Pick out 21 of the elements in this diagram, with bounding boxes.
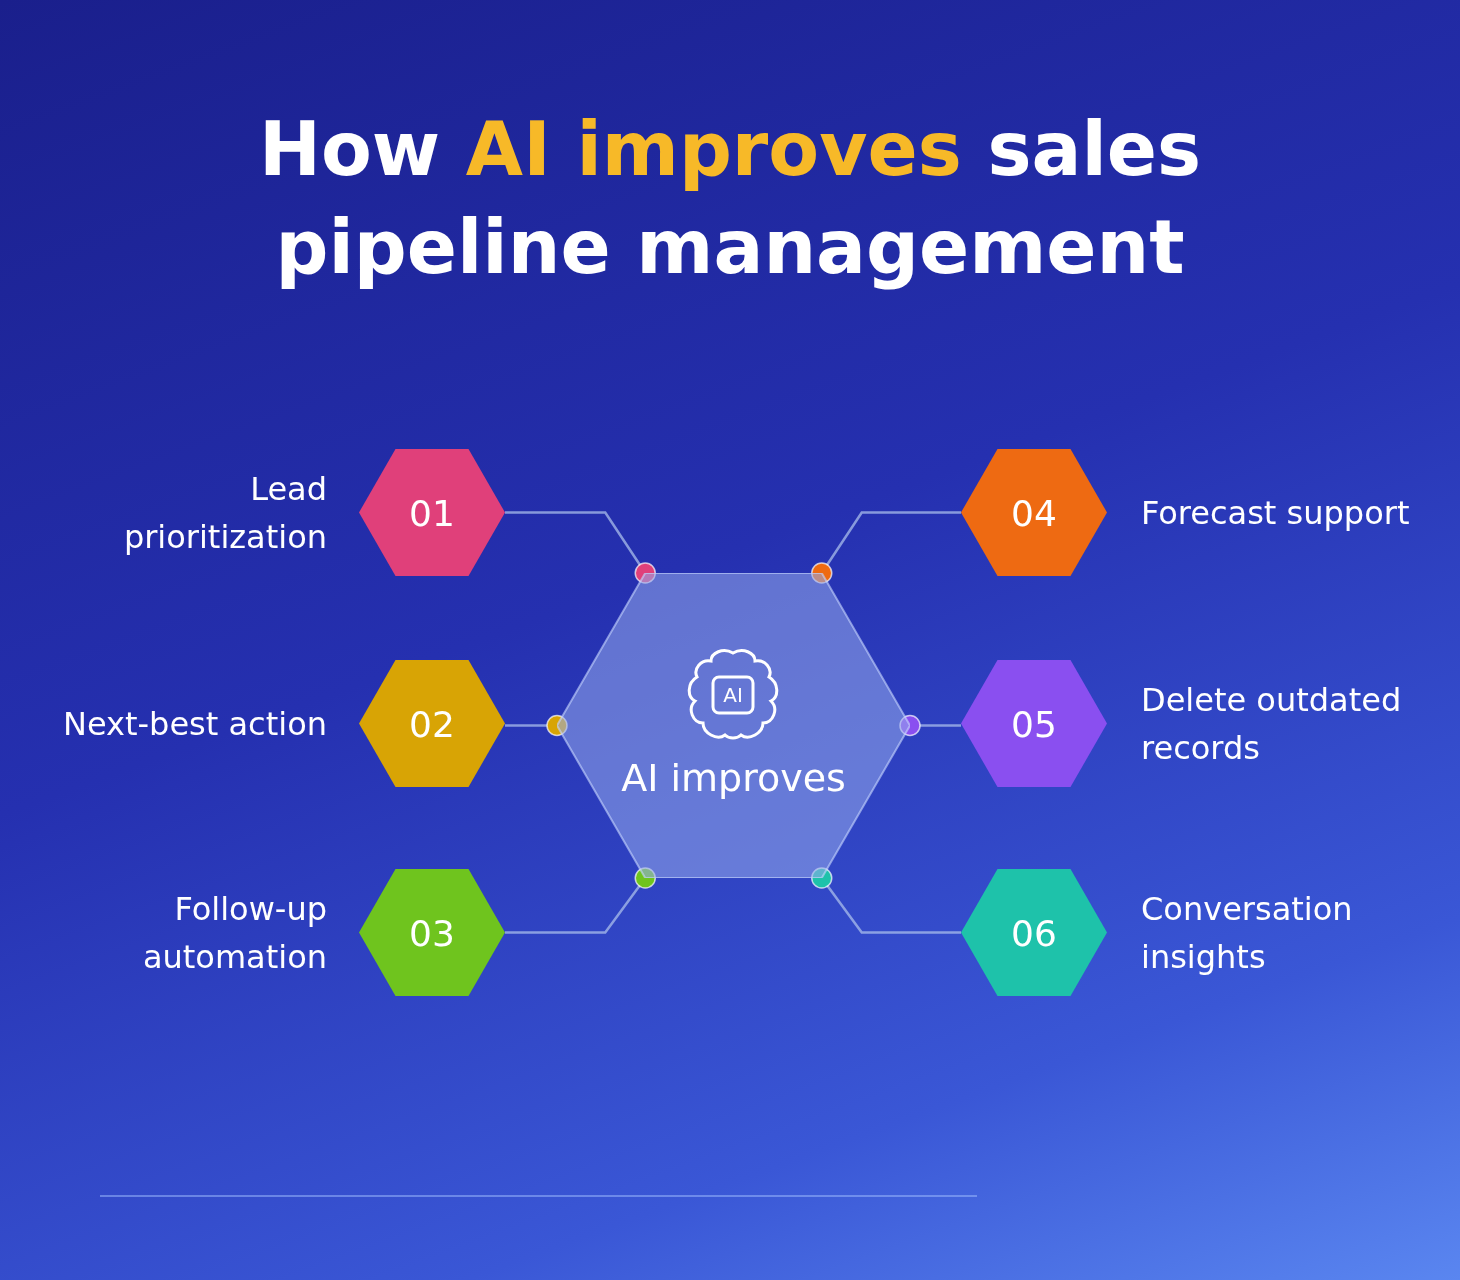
connector bbox=[505, 511, 656, 584]
step-number: 01 bbox=[408, 492, 456, 533]
title: How AI improves sales pipeline management bbox=[257, 105, 1203, 292]
connector bbox=[811, 511, 961, 584]
step-number: 04 bbox=[1010, 492, 1058, 533]
connector bbox=[505, 714, 568, 737]
connector bbox=[811, 867, 961, 934]
step-label: Lead prioritization bbox=[122, 468, 327, 558]
connector bbox=[899, 714, 961, 737]
step-label: Delete outdated records bbox=[1141, 679, 1403, 769]
step-number: 05 bbox=[1010, 703, 1058, 744]
hub-label: AI improves bbox=[620, 755, 847, 801]
step-label: Forecast support bbox=[1141, 492, 1411, 534]
connector bbox=[505, 867, 656, 934]
step-number: 03 bbox=[408, 912, 456, 953]
chip-label: AI bbox=[722, 682, 744, 708]
step-label: Follow-up automation bbox=[141, 888, 327, 978]
step-number: 06 bbox=[1010, 912, 1058, 953]
step-number: 02 bbox=[408, 703, 456, 744]
step-label: Conversation insights bbox=[1141, 888, 1354, 978]
step-label: Next-best action bbox=[62, 703, 327, 745]
